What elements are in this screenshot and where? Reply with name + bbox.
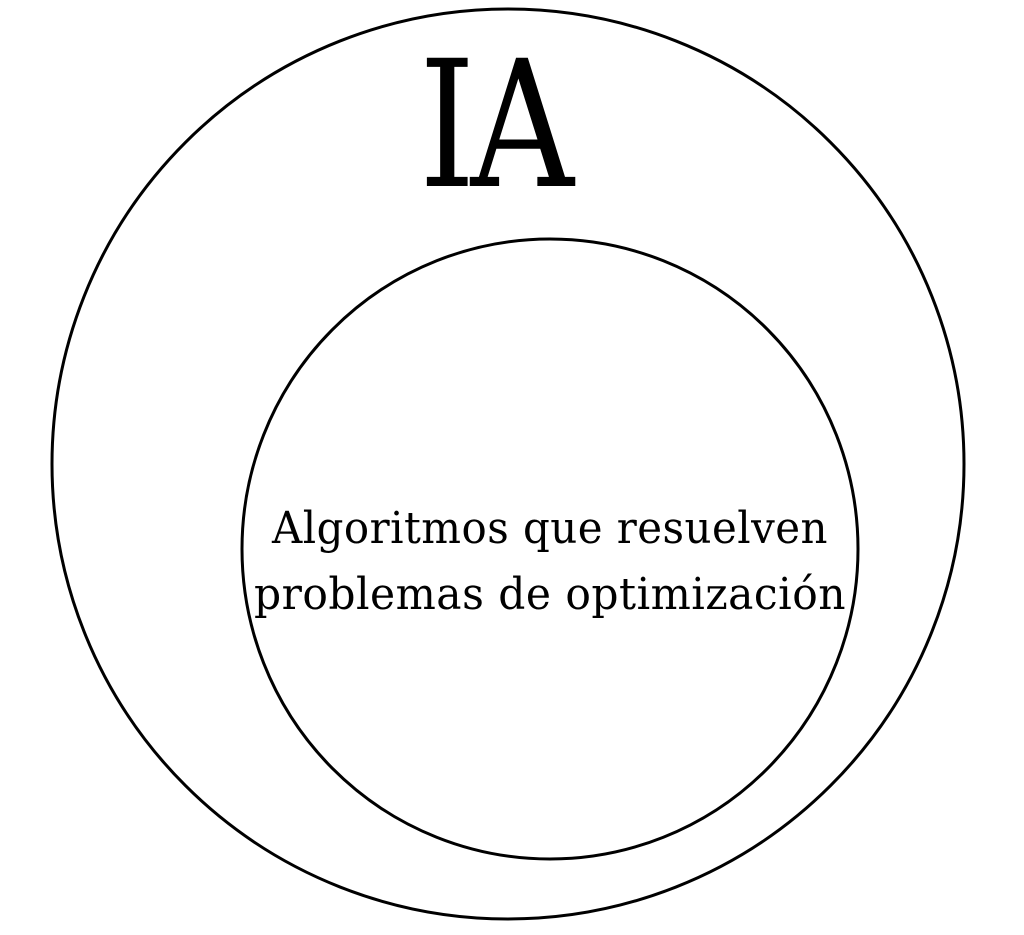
inner-circle-label-line1: Algoritmos que resuelven (271, 503, 828, 554)
outer-circle-label: IA (419, 23, 575, 228)
outer-circle (50, 7, 966, 921)
inner-circle-label-line2: problemas de optimización (254, 569, 846, 620)
inner-circle (240, 237, 860, 861)
